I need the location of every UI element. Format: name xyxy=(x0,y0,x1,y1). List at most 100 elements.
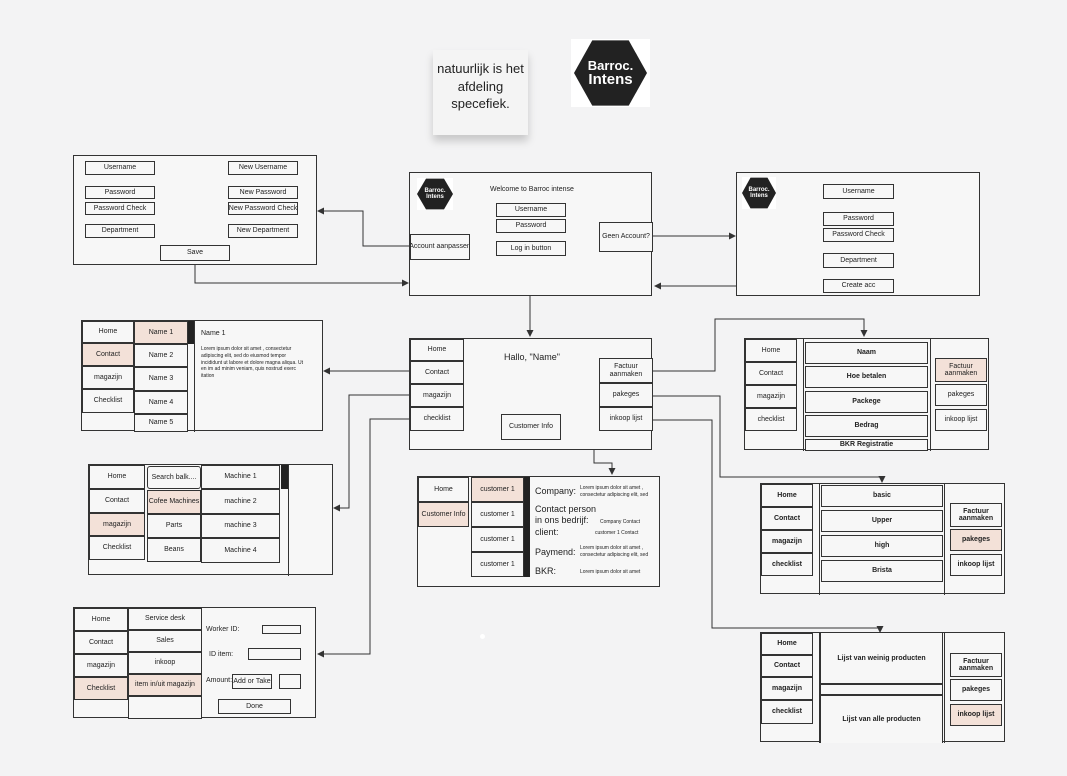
amount-input[interactable] xyxy=(279,674,301,689)
package-high[interactable]: high xyxy=(821,535,943,557)
nav-contact[interactable]: Contact xyxy=(82,343,134,366)
create-account-button[interactable]: Create acc xyxy=(823,279,894,293)
machine-item-4[interactable]: Machine 4 xyxy=(201,538,280,563)
package-upper[interactable]: Upper xyxy=(821,510,943,532)
scrollbar[interactable] xyxy=(524,477,530,577)
nav-contact[interactable]: Contact xyxy=(761,507,813,530)
nav-magazijn[interactable]: magazijn xyxy=(89,513,145,536)
id-item-input[interactable] xyxy=(248,648,301,660)
menu-service-desk[interactable]: Service desk xyxy=(128,608,202,630)
lijst-alle-producten[interactable]: Lijst van alle producten xyxy=(820,695,943,743)
scrollbar[interactable] xyxy=(188,321,194,344)
machine-item-1[interactable]: Machine 1 xyxy=(201,465,280,489)
naam-field[interactable]: Naam xyxy=(805,342,928,364)
category-parts[interactable]: Parts xyxy=(147,514,201,538)
nav-home[interactable]: Home xyxy=(761,484,813,507)
nav-magazijn[interactable]: magazijn xyxy=(745,385,797,408)
pakeges-button[interactable]: pakeges xyxy=(950,679,1002,701)
login-button[interactable]: Log in button xyxy=(496,241,566,256)
bkr-registratie-button[interactable]: BKR Registratie xyxy=(805,439,928,451)
nav-checklist[interactable]: Checklist xyxy=(89,536,145,560)
inkoop-lijst-button[interactable]: inkoop lijst xyxy=(599,407,653,431)
customer-item-4[interactable]: customer 1 xyxy=(471,552,524,577)
bedrag-field[interactable]: Bedrag xyxy=(805,415,928,437)
nav-contact[interactable]: Contact xyxy=(89,489,145,513)
search-bar[interactable]: Search balk.... xyxy=(147,466,201,489)
nav-customer-info[interactable]: Customer Info xyxy=(418,502,469,527)
name-item-2[interactable]: Name 2 xyxy=(134,344,188,367)
package-brista[interactable]: Brista xyxy=(821,560,943,582)
nav-checklist[interactable]: checklist xyxy=(761,553,813,576)
pakeges-button[interactable]: pakeges xyxy=(599,383,653,407)
geen-account-button[interactable]: Geen Account? xyxy=(599,222,653,252)
nav-contact[interactable]: Contact xyxy=(74,631,128,654)
nav-home[interactable]: Home xyxy=(74,608,128,631)
nav-home[interactable]: Home xyxy=(761,633,813,655)
menu-item-in-uit-magazijn[interactable]: item in/uit magazijn xyxy=(128,674,202,696)
factuur-aanmaken-button[interactable]: Factuur aanmaken xyxy=(950,653,1002,677)
customer-item-2[interactable]: customer 1 xyxy=(471,502,524,527)
scrollbar[interactable] xyxy=(281,465,288,489)
pakeges-button[interactable]: pakeges xyxy=(950,529,1002,551)
login-password-field[interactable]: Password xyxy=(496,219,566,233)
account-aanpassen-button[interactable]: Account aanpassen xyxy=(410,234,470,260)
new-username-field[interactable]: New Username xyxy=(228,161,298,175)
nav-checklist[interactable]: checklist xyxy=(745,408,797,431)
nav-home[interactable]: Home xyxy=(82,321,134,343)
name-item-5[interactable]: Name 5 xyxy=(134,414,188,432)
nav-magazijn[interactable]: magazijn xyxy=(761,677,813,700)
register-password-check-field[interactable]: Password Check xyxy=(823,228,894,242)
username-field[interactable]: Username xyxy=(85,161,155,175)
machine-item-2[interactable]: machine 2 xyxy=(201,489,280,514)
pakeges-button[interactable]: pakeges xyxy=(935,384,987,406)
name-item-4[interactable]: Name 4 xyxy=(134,391,188,414)
done-button[interactable]: Done xyxy=(218,699,291,714)
password-check-field[interactable]: Password Check xyxy=(85,202,155,215)
packege-field[interactable]: Packege xyxy=(805,391,928,413)
department-field[interactable]: Department xyxy=(85,224,155,238)
factuur-aanmaken-button[interactable]: Factuur aanmaken xyxy=(599,358,653,383)
new-password-field[interactable]: New Password xyxy=(228,186,298,199)
name-item-1[interactable]: Name 1 xyxy=(134,321,188,344)
nav-magazijn[interactable]: magazijn xyxy=(761,530,813,553)
category-coffee-machines[interactable]: Cofee Machines xyxy=(147,490,201,514)
register-department-field[interactable]: Department xyxy=(823,253,894,268)
customer-item-1[interactable]: customer 1 xyxy=(471,477,524,502)
customer-item-3[interactable]: customer 1 xyxy=(471,527,524,552)
hoe-betalen-field[interactable]: Hoe betalen xyxy=(805,366,928,388)
nav-contact[interactable]: Contact xyxy=(745,362,797,385)
add-or-take-select[interactable]: Add or Take xyxy=(232,674,272,689)
worker-id-input[interactable] xyxy=(262,625,301,634)
login-username-field[interactable]: Username xyxy=(496,203,566,217)
nav-checklist[interactable]: checklist xyxy=(761,700,813,724)
customer-info-button[interactable]: Customer Info xyxy=(501,414,561,440)
name-item-3[interactable]: Name 3 xyxy=(134,367,188,391)
nav-home[interactable]: Home xyxy=(418,477,469,502)
password-field[interactable]: Password xyxy=(85,186,155,199)
inkoop-lijst-button[interactable]: inkoop lijst xyxy=(950,704,1002,726)
nav-checklist[interactable]: Checklist xyxy=(82,389,134,413)
inkoop-lijst-button[interactable]: inkoop lijst xyxy=(950,554,1002,576)
save-button[interactable]: Save xyxy=(160,245,230,261)
category-beans[interactable]: Beans xyxy=(147,538,201,562)
package-basic[interactable]: basic xyxy=(821,485,943,507)
register-password-field[interactable]: Password xyxy=(823,212,894,226)
nav-home[interactable]: Home xyxy=(89,465,145,489)
nav-contact[interactable]: Contact xyxy=(410,361,464,384)
inkoop-lijst-button[interactable]: inkoop lijst xyxy=(935,409,987,431)
nav-magazijn[interactable]: magazijn xyxy=(74,654,128,677)
factuur-aanmaken-button[interactable]: Factuur aanmaken xyxy=(935,358,987,382)
factuur-aanmaken-button[interactable]: Factuur aanmaken xyxy=(950,503,1002,527)
nav-magazijn[interactable]: magazijn xyxy=(410,384,464,407)
menu-sales[interactable]: Sales xyxy=(128,630,202,652)
nav-home[interactable]: Home xyxy=(745,339,797,362)
machine-item-3[interactable]: machine 3 xyxy=(201,514,280,538)
menu-inkoop[interactable]: inkoop xyxy=(128,652,202,674)
nav-home[interactable]: Home xyxy=(410,339,464,361)
nav-checklist[interactable]: Checklist xyxy=(74,677,128,700)
new-password-check-field[interactable]: New Password Check xyxy=(228,202,298,215)
new-department-field[interactable]: New Department xyxy=(228,224,298,238)
nav-checklist[interactable]: checklist xyxy=(410,407,464,431)
lijst-weinig-producten[interactable]: Lijst van weinig producten xyxy=(820,633,943,684)
nav-magazijn[interactable]: magazijn xyxy=(82,366,134,389)
